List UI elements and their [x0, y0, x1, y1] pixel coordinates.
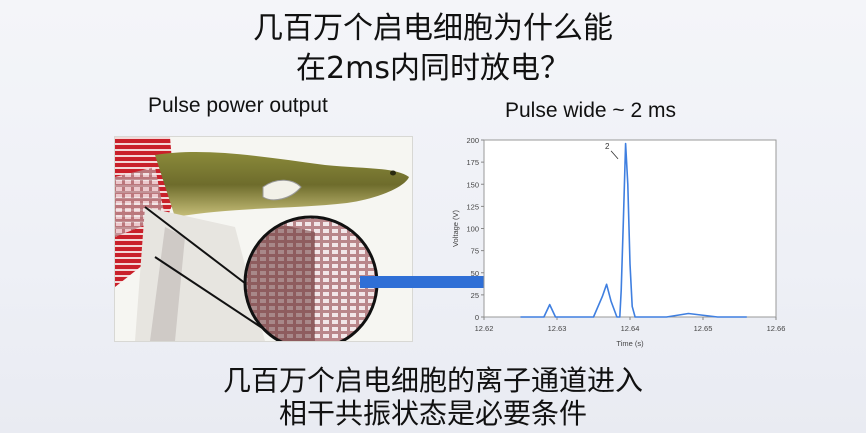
y-tick-label: 0 — [475, 313, 479, 322]
y-tick-label: 200 — [466, 136, 479, 145]
eel-drawing — [115, 137, 412, 341]
y-tick-label: 125 — [466, 202, 479, 211]
zoom-line-top — [144, 206, 251, 288]
magnified-cells — [245, 217, 377, 341]
y-tick-label: 150 — [466, 180, 479, 189]
cross-section-shadow — [150, 227, 185, 341]
pulse-width-caption: Pulse wide ~ 2 ms — [505, 99, 676, 122]
series-line — [520, 142, 747, 318]
eel-illustration — [115, 137, 412, 341]
y-tick-label: 100 — [466, 225, 479, 234]
arrow-shaft — [360, 276, 510, 288]
voltage-chart: 0 25 50 75 100 125 150 175 200 12.62 12.63 12.64 12.… — [451, 136, 785, 348]
conclusion-line-2: 相干共振状态是必要条件 — [278, 397, 587, 430]
peak-annotation-label: 2 — [605, 142, 610, 151]
y-tick-label: 25 — [471, 291, 479, 300]
y-tick-label: 75 — [471, 247, 479, 256]
y-axis-label: Voltage (V) — [451, 209, 460, 247]
x-tick-label: 12.65 — [694, 324, 713, 333]
plot-frame — [483, 139, 777, 318]
peak-annotation-pointer — [610, 150, 619, 160]
conclusion-line-1: 几百万个启电细胞的离子通道进入 — [222, 364, 643, 397]
eel-eye — [390, 170, 396, 176]
y-tick-label: 175 — [466, 158, 479, 167]
slide-title-line-1: 几百万个启电细胞为什么能 — [253, 11, 613, 46]
x-tick-label: 12.62 — [475, 324, 494, 333]
eel-fin — [262, 179, 302, 201]
pulse-power-caption: Pulse power output — [148, 94, 328, 117]
y-tick-label: 50 — [471, 269, 479, 278]
x-tick-label: 12.63 — [548, 324, 567, 333]
x-axis-label: Time (s) — [616, 339, 644, 348]
x-tick-label: 12.64 — [621, 324, 640, 333]
slide-title-line-2: 在2ms内同时放电？ — [296, 51, 570, 86]
x-tick-label: 12.66 — [767, 324, 786, 333]
plot-area: 0 25 50 75 100 125 150 175 200 12.62 12.63 12.64 12.… — [451, 136, 785, 348]
